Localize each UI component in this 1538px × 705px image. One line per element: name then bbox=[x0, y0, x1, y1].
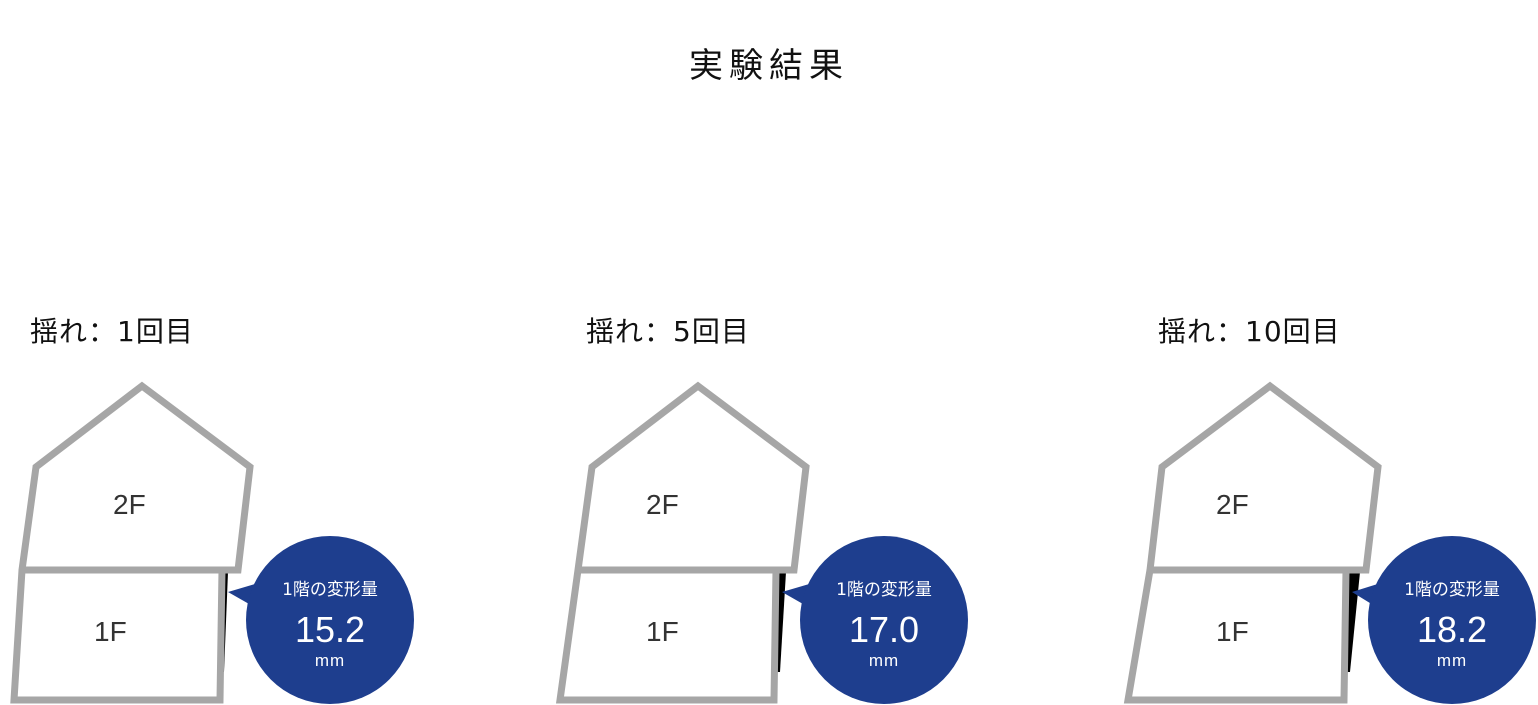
panel-label: 揺れ：10回目 bbox=[1158, 315, 1341, 348]
floor-label-1f: 1F bbox=[1216, 616, 1249, 647]
experiment-panel-2: 揺れ：5回目 2F 1F 1階の変形量 17.0 mm bbox=[555, 300, 1006, 705]
deformation-unit: mm bbox=[869, 651, 899, 670]
house-outline bbox=[555, 381, 810, 704]
panel-label: 揺れ：5回目 bbox=[586, 315, 750, 348]
deformation-unit: mm bbox=[1437, 651, 1467, 670]
experiment-panel-1: 揺れ：1回目 2F 1F 1階の変形量 15.2 mm bbox=[10, 300, 450, 705]
bubble-title: 1階の変形量 bbox=[836, 580, 932, 600]
house-outline bbox=[1123, 381, 1382, 704]
floor-label-1f: 1F bbox=[94, 616, 127, 647]
house-diagram: 2F 1F 1階の変形量 15.2 mm bbox=[10, 381, 414, 704]
deformation-value: 18.2 bbox=[1417, 609, 1487, 650]
deformation-bubble bbox=[1368, 536, 1536, 704]
house-diagram: 2F 1F 1階の変形量 18.2 mm bbox=[1123, 381, 1536, 704]
deformation-bubble bbox=[800, 536, 968, 704]
bubble-title: 1階の変形量 bbox=[282, 580, 378, 600]
deformation-value: 15.2 bbox=[295, 609, 365, 650]
deformation-unit: mm bbox=[315, 651, 345, 670]
floor-label-1f: 1F bbox=[646, 616, 679, 647]
floor-label-2f: 2F bbox=[1216, 489, 1249, 520]
floor-label-2f: 2F bbox=[113, 489, 146, 520]
panel-label: 揺れ：1回目 bbox=[30, 315, 194, 348]
experiment-panel-3: 揺れ：10回目 2F 1F 1階の変形量 18.2 mm bbox=[1123, 300, 1538, 705]
house-diagram: 2F 1F 1階の変形量 17.0 mm bbox=[555, 381, 968, 704]
house-outline bbox=[10, 381, 254, 704]
deformation-value: 17.0 bbox=[849, 609, 919, 650]
bubble-title: 1階の変形量 bbox=[1404, 580, 1500, 600]
deformation-bubble bbox=[246, 536, 414, 704]
floor-label-2f: 2F bbox=[646, 489, 679, 520]
page-title: 実験結果 bbox=[689, 46, 849, 86]
